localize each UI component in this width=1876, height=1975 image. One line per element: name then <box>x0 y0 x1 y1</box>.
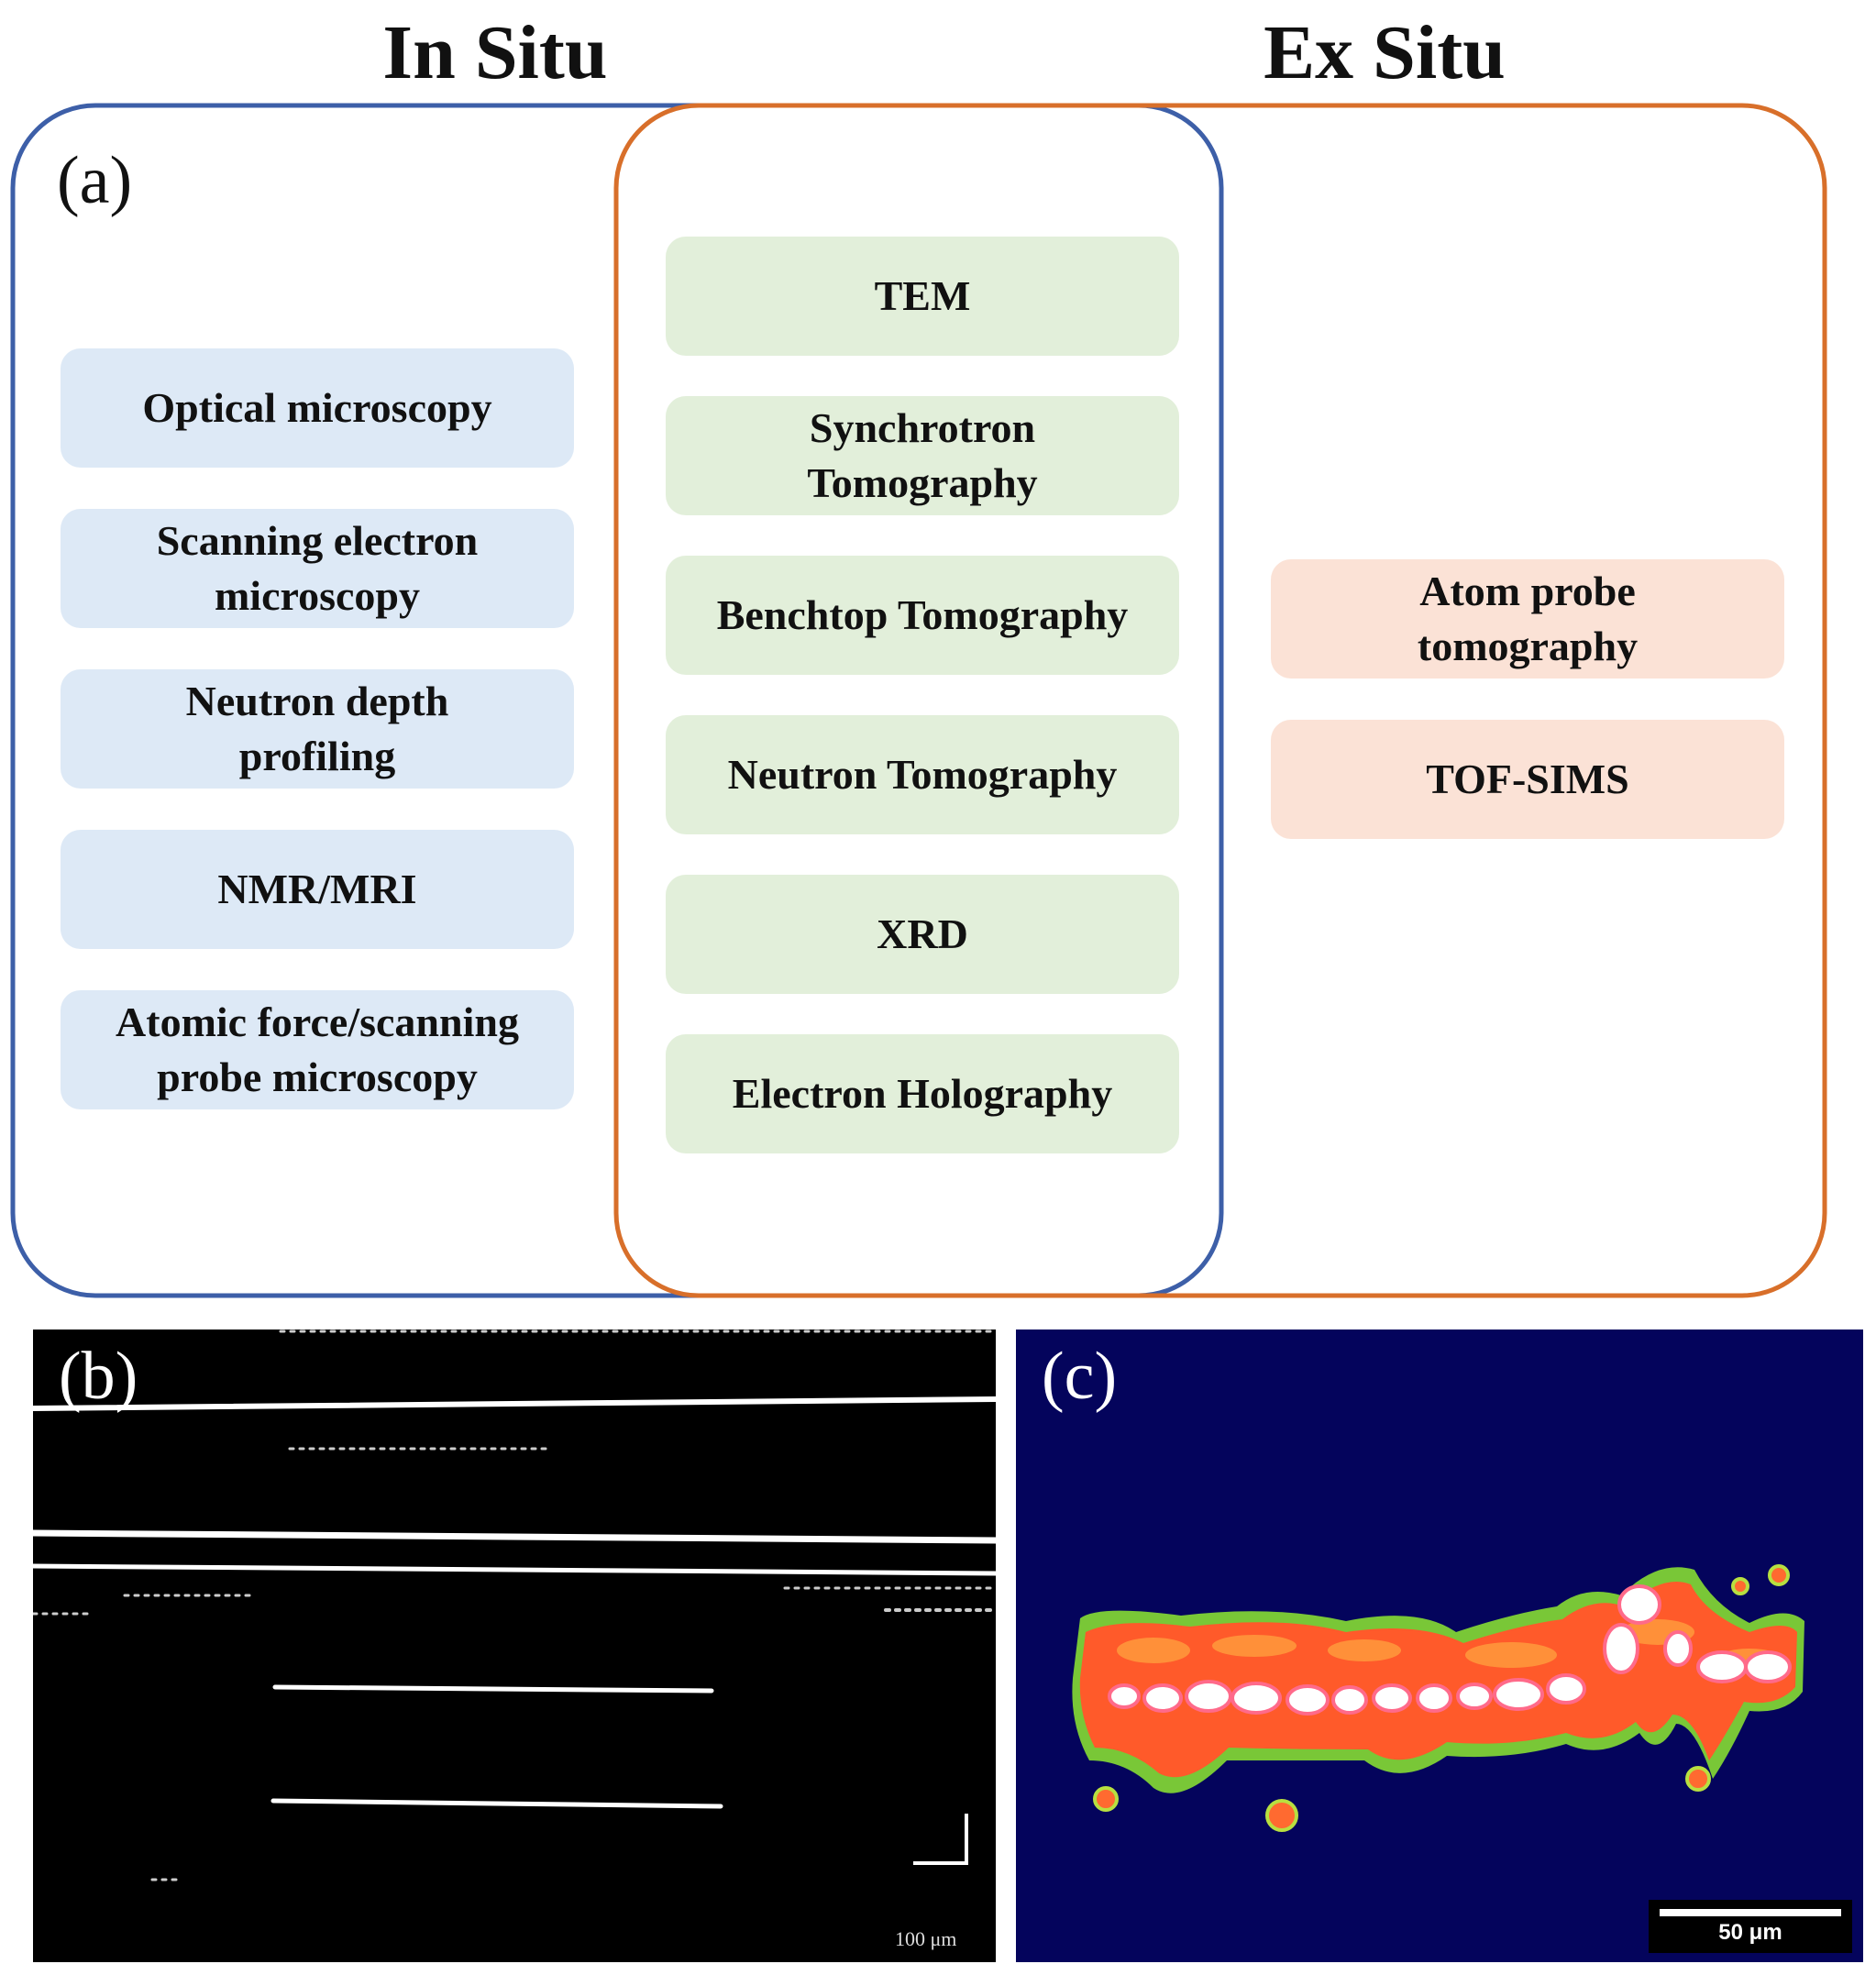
technique-label: Neutron Tomography <box>727 751 1118 798</box>
technique-label-line2: microscopy <box>214 572 420 619</box>
technique-optical-microscopy: Optical microscopy <box>61 348 574 468</box>
hot-core <box>1546 1673 1586 1705</box>
hot-core <box>1372 1683 1412 1713</box>
hot-core <box>1696 1650 1748 1683</box>
droplet <box>1768 1564 1790 1586</box>
panel-c-rendering: 50 μm (c) <box>1016 1330 1863 1962</box>
technique-label: TOF-SIMS <box>1426 756 1629 802</box>
technique-label: NMR/MRI <box>217 866 417 912</box>
technique-label-line1: Atom probe <box>1419 568 1636 614</box>
streak <box>272 1684 714 1694</box>
streak <box>33 1396 996 1411</box>
technique-label-line2: probe microscopy <box>157 1054 478 1100</box>
hot-core <box>1331 1685 1368 1715</box>
hot-core <box>1230 1682 1282 1715</box>
hot-core <box>1603 1623 1639 1674</box>
technique-label-line2: Tomography <box>807 459 1038 506</box>
venn-outlines <box>10 103 1827 1298</box>
streak <box>33 1563 996 1576</box>
technique-scanning-electron-microscopy: Scanning electron microscopy <box>61 509 574 628</box>
panel-c-scale-label: 50 μm <box>1718 1920 1782 1945</box>
technique-synchrotron-tomography: Synchrotron Tomography <box>666 396 1179 515</box>
technique-xrd: XRD <box>666 875 1179 994</box>
ex-situ-outline <box>613 103 1827 1298</box>
droplet <box>1685 1766 1711 1792</box>
technique-label: Benchtop Tomography <box>716 591 1129 638</box>
technique-label: TEM <box>874 272 971 319</box>
panel-c-blob <box>1072 1564 1852 1953</box>
technique-label-line2: profiling <box>238 733 396 779</box>
technique-label: Electron Holography <box>732 1070 1113 1117</box>
scale-bar <box>1660 1909 1841 1916</box>
technique-label: XRD <box>877 910 968 957</box>
hot-core <box>1493 1678 1544 1711</box>
technique-label: Optical microscopy <box>142 384 492 431</box>
hot-core <box>1185 1680 1232 1713</box>
scale-bar-glyph <box>913 1814 968 1865</box>
technique-electron-holography: Electron Holography <box>666 1034 1179 1153</box>
technique-label-line2: tomography <box>1417 623 1639 669</box>
blob-mottle <box>1117 1638 1190 1663</box>
panel-b-label: (b) <box>59 1339 138 1414</box>
ex-situ-heading: Ex Situ <box>1264 10 1506 95</box>
hot-core <box>1108 1683 1141 1709</box>
blob-mottle <box>1328 1639 1401 1661</box>
droplet <box>1731 1577 1749 1595</box>
hot-core <box>1663 1630 1693 1667</box>
in-situ-outline <box>10 103 1224 1298</box>
technique-atomic-force-microscopy: Atomic force/scanning probe microscopy <box>61 990 574 1109</box>
hot-core <box>1416 1683 1452 1713</box>
streak <box>270 1798 723 1809</box>
technique-neutron-tomography: Neutron Tomography <box>666 715 1179 834</box>
droplet <box>1265 1799 1298 1832</box>
droplet <box>1093 1786 1119 1812</box>
technique-atom-probe-tomography: Atom probe tomography <box>1271 559 1784 679</box>
blob-mottle <box>1212 1635 1297 1657</box>
hot-core <box>1142 1683 1183 1713</box>
panel-a-label: (a) <box>57 143 133 218</box>
in-situ-heading: In Situ <box>382 10 608 95</box>
technique-tof-sims: TOF-SIMS <box>1271 720 1784 839</box>
technique-label-line1: Neutron depth <box>185 678 449 724</box>
technique-benchtop-tomography: Benchtop Tomography <box>666 556 1179 675</box>
streak <box>33 1529 996 1544</box>
panel-b-streaks <box>33 1330 996 1881</box>
hot-core <box>1286 1684 1330 1716</box>
technique-label-line1: Scanning electron <box>156 517 479 564</box>
panel-c-label: (c) <box>1042 1339 1118 1414</box>
hot-core <box>1456 1683 1493 1710</box>
technique-nmr-mri: NMR/MRI <box>61 830 574 949</box>
technique-label-line1: Synchrotron <box>809 404 1036 451</box>
scale-bar-box <box>1649 1900 1852 1953</box>
technique-neutron-depth-profiling: Neutron depth profiling <box>61 669 574 789</box>
hot-core <box>1744 1650 1792 1683</box>
blob-mottle <box>1465 1642 1557 1668</box>
panel-b-scale-label: 100 μm <box>895 1927 957 1950</box>
hot-core <box>1617 1584 1661 1625</box>
panel-b-micrograph: 100 μm (b) <box>33 1330 996 1962</box>
technique-label-line1: Atomic force/scanning <box>116 999 519 1045</box>
technique-tem: TEM <box>666 237 1179 356</box>
